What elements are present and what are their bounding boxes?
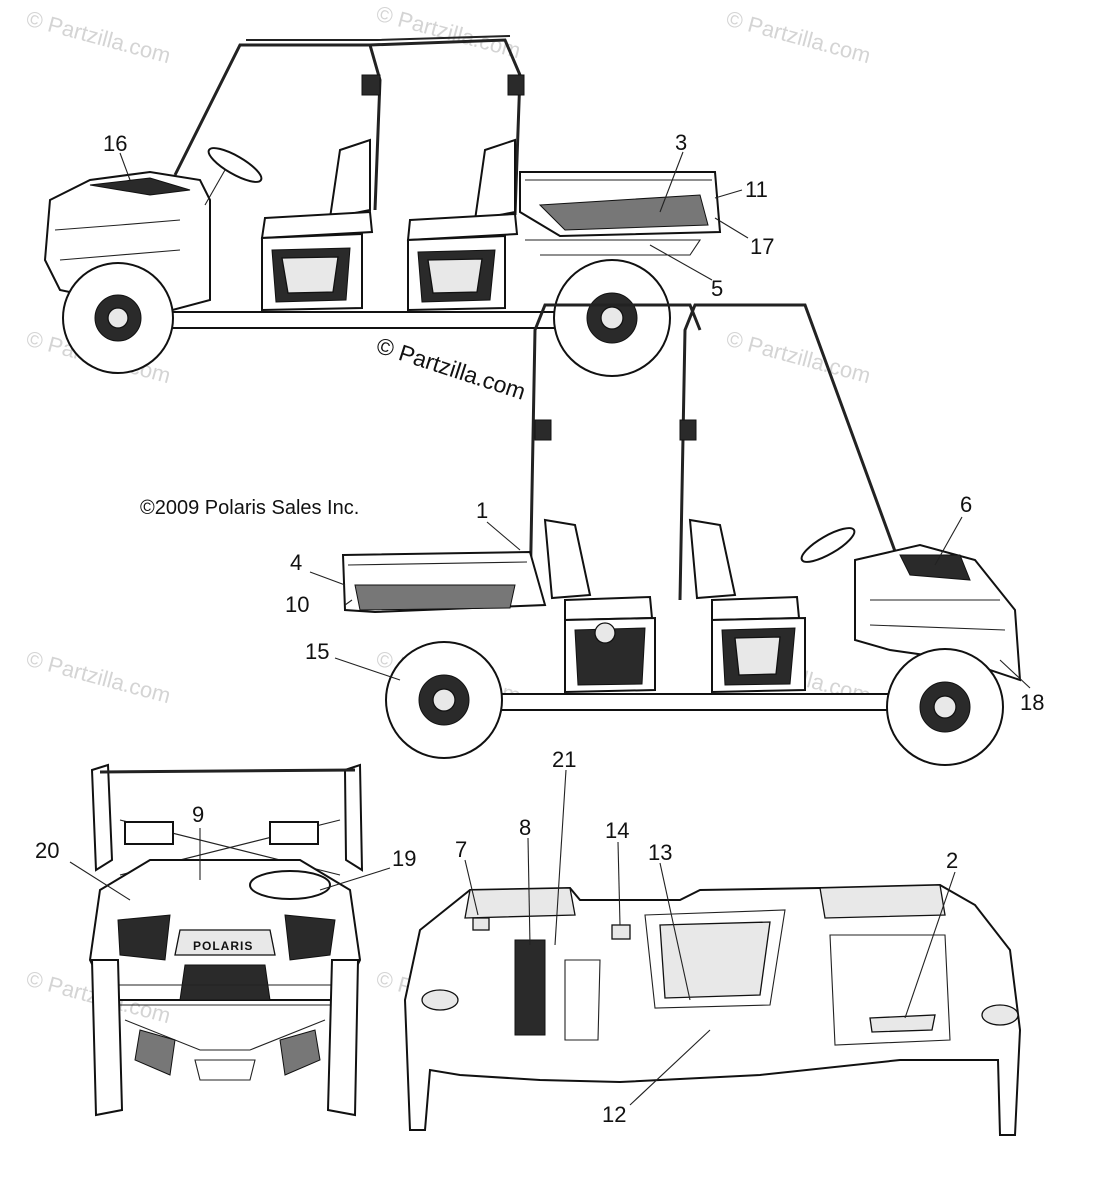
callout-15: 15 bbox=[305, 639, 329, 664]
callout-16: 16 bbox=[103, 131, 127, 156]
callout-5: 5 bbox=[711, 276, 723, 301]
watermark: © Partzilla.com bbox=[724, 326, 874, 389]
callout-13: 13 bbox=[648, 840, 672, 865]
callout-21: 21 bbox=[552, 747, 576, 772]
callout-4: 4 bbox=[290, 550, 302, 575]
vehicle-front-view: POLARIS 9 20 19 bbox=[35, 763, 416, 1117]
watermark: © Partzilla.com bbox=[374, 1, 524, 64]
callout-7: 7 bbox=[455, 837, 467, 862]
vehicle-right-side-view: 1 4 10 15 6 18 bbox=[285, 303, 1044, 766]
polaris-grille-logo: POLARIS bbox=[193, 939, 253, 953]
callout-20: 20 bbox=[35, 838, 59, 863]
watermark: © Partzilla.com bbox=[24, 646, 174, 709]
callout-9: 9 bbox=[192, 802, 204, 827]
vehicle-left-side-view: 16 3 11 17 5 bbox=[43, 35, 774, 377]
callout-6: 6 bbox=[960, 492, 972, 517]
watermark: © Partzilla.com bbox=[724, 6, 874, 69]
callout-18: 18 bbox=[1020, 690, 1044, 715]
watermark: © Partzilla.com bbox=[24, 6, 174, 69]
callout-17: 17 bbox=[750, 234, 774, 259]
callout-2: 2 bbox=[946, 848, 958, 873]
copyright-notice: ©2009 Polaris Sales Inc. bbox=[140, 497, 359, 519]
callout-8: 8 bbox=[519, 815, 531, 840]
callout-11: 11 bbox=[745, 177, 768, 202]
dashboard-view: 7 8 21 14 13 2 12 bbox=[403, 747, 1022, 1136]
callout-19: 19 bbox=[392, 846, 416, 871]
callout-1: 1 bbox=[476, 498, 488, 523]
callout-10: 10 bbox=[285, 592, 309, 617]
callout-3: 3 bbox=[675, 130, 687, 155]
partzilla-watermark: © Partzilla.com bbox=[373, 332, 528, 405]
callout-12: 12 bbox=[602, 1102, 626, 1127]
callout-14: 14 bbox=[605, 818, 629, 843]
